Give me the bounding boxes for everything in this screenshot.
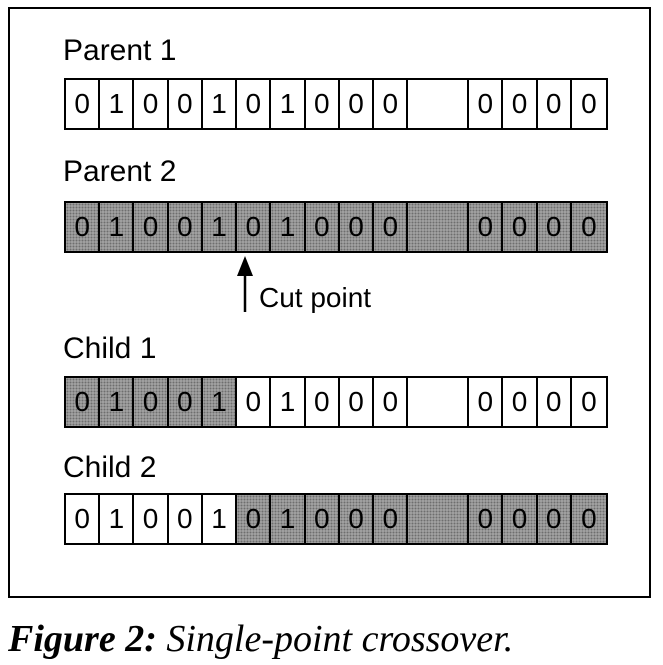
bit-cell: 0 xyxy=(537,495,572,543)
bit-cell: 0 xyxy=(134,378,169,426)
bit-cell: 0 xyxy=(237,80,272,128)
diagram-frame xyxy=(8,7,651,598)
bit-cell: 0 xyxy=(469,80,504,128)
bit-cell: 0 xyxy=(66,203,101,251)
bit-cell xyxy=(408,80,470,128)
bit-cell: 0 xyxy=(66,378,101,426)
bit-cell: 0 xyxy=(503,203,538,251)
bit-cell: 1 xyxy=(202,80,238,128)
bit-cell: 0 xyxy=(134,495,169,543)
bit-cell: 1 xyxy=(202,203,238,251)
bit-cell: 0 xyxy=(503,495,538,543)
bit-cell: 0 xyxy=(237,378,272,426)
bit-cell: 0 xyxy=(571,80,606,128)
bit-cell: 1 xyxy=(100,203,135,251)
bit-cell: 0 xyxy=(134,80,169,128)
bit-cell: 1 xyxy=(202,378,238,426)
row-label-child-1: Child 1 xyxy=(63,332,157,365)
bit-cell: 0 xyxy=(305,495,340,543)
bit-cell: 0 xyxy=(469,495,504,543)
bit-cell: 1 xyxy=(271,80,306,128)
bit-cell: 0 xyxy=(305,80,340,128)
bit-cell: 0 xyxy=(237,203,272,251)
bit-cell: 1 xyxy=(271,203,306,251)
bit-cell: 0 xyxy=(374,203,409,251)
bit-cell: 1 xyxy=(202,495,238,543)
bit-cell: 0 xyxy=(374,495,409,543)
bit-cell: 1 xyxy=(271,378,306,426)
bit-cell: 0 xyxy=(134,203,169,251)
bit-cell: 1 xyxy=(100,378,135,426)
bit-cell: 0 xyxy=(237,495,272,543)
bit-cell: 0 xyxy=(168,203,203,251)
bit-cell xyxy=(408,203,470,251)
bit-cell: 0 xyxy=(339,495,375,543)
bit-cell: 0 xyxy=(374,378,409,426)
bit-cell: 0 xyxy=(339,378,375,426)
bit-cell: 0 xyxy=(305,203,340,251)
bit-cell: 0 xyxy=(168,378,203,426)
row-label-parent-2: Parent 2 xyxy=(63,155,177,188)
bit-cell: 0 xyxy=(537,203,572,251)
bit-cell: 0 xyxy=(305,378,340,426)
row-label-child-2: Child 2 xyxy=(63,451,157,484)
bit-cell: 0 xyxy=(339,80,375,128)
figure-caption: Figure 2: Single-point crossover. xyxy=(8,620,513,658)
bit-cell: 0 xyxy=(339,203,375,251)
bit-cell: 0 xyxy=(571,203,606,251)
cut-point-label: Cut point xyxy=(259,282,372,313)
row-label-parent-1: Parent 1 xyxy=(63,34,177,67)
bit-cell: 0 xyxy=(537,378,572,426)
bit-cell: 0 xyxy=(469,203,504,251)
bit-cell: 0 xyxy=(66,80,101,128)
bit-cell: 0 xyxy=(374,80,409,128)
bit-cell: 0 xyxy=(168,495,203,543)
bit-cell: 1 xyxy=(100,495,135,543)
bit-cell: 1 xyxy=(271,495,306,543)
cut-point-arrow-icon xyxy=(237,256,253,312)
bit-cell: 0 xyxy=(66,495,101,543)
bit-cell: 0 xyxy=(571,495,606,543)
bit-cell xyxy=(408,495,470,543)
caption-text: Single-point crossover. xyxy=(166,618,514,660)
bit-cell: 0 xyxy=(503,378,538,426)
bit-cell: 0 xyxy=(168,80,203,128)
bit-cell: 1 xyxy=(100,80,135,128)
caption-number: Figure 2: xyxy=(8,618,157,660)
bit-cell: 0 xyxy=(469,378,504,426)
bit-cell: 0 xyxy=(537,80,572,128)
bit-cell xyxy=(408,378,470,426)
bit-cell: 0 xyxy=(503,80,538,128)
bit-cell: 0 xyxy=(571,378,606,426)
